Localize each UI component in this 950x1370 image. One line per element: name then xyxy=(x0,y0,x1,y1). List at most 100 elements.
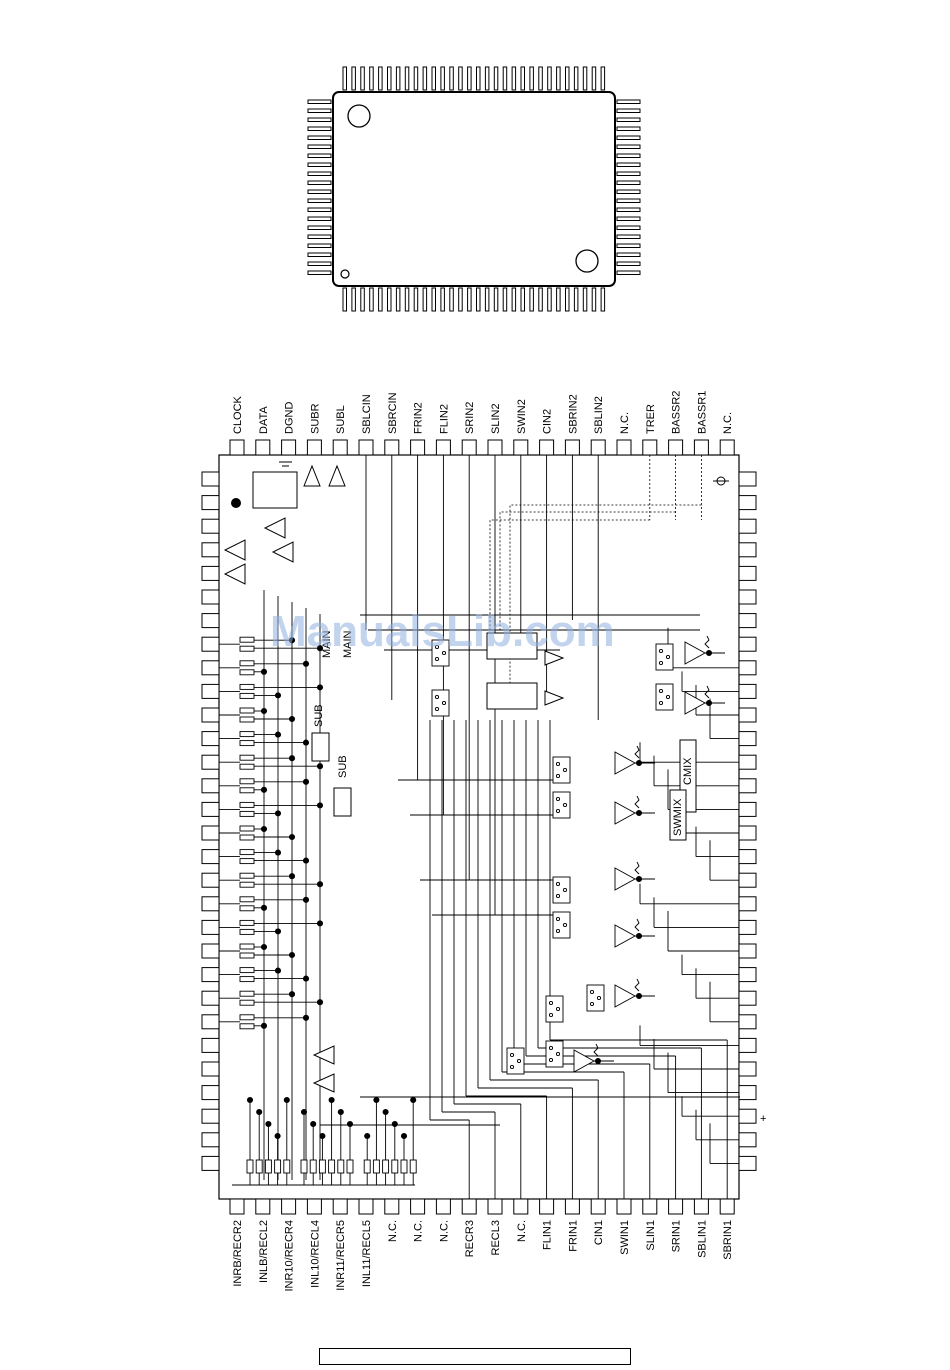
pin-stub-bottom xyxy=(719,1198,735,1215)
pin-label-bottom: SBRIN1 xyxy=(722,1220,734,1260)
pin-stub-right xyxy=(738,967,757,983)
pin-stub-left xyxy=(201,565,220,581)
switch-contact xyxy=(441,700,447,706)
plus-mark: + xyxy=(760,1113,766,1125)
resistor xyxy=(239,834,255,841)
junction-dot xyxy=(260,668,268,675)
pin-stub-bottom xyxy=(539,1198,555,1215)
buffer-triangle xyxy=(544,690,565,706)
selector-switch xyxy=(545,995,564,1023)
package-pin xyxy=(307,144,332,149)
op-amp xyxy=(614,867,636,891)
pin-label-bottom: N.C. xyxy=(438,1220,450,1242)
op-amp xyxy=(614,801,636,825)
pin-stub-left xyxy=(201,1108,220,1124)
chip-outline xyxy=(218,454,740,1200)
resistor xyxy=(239,787,255,794)
pin-label-bottom: INLB/RECL2 xyxy=(258,1220,270,1283)
pin-stub-bottom xyxy=(642,1198,658,1215)
pin-stub-left xyxy=(201,919,220,935)
pin-stub-top xyxy=(487,439,503,456)
pin-label-top: FRIN2 xyxy=(413,402,425,434)
junction-dot xyxy=(260,1022,268,1029)
pin-stub-left xyxy=(201,849,220,865)
pin-stub-top xyxy=(590,439,606,456)
selector-switch xyxy=(655,683,674,711)
pin-stub-left xyxy=(201,660,220,676)
resistor xyxy=(239,999,255,1006)
package-pin xyxy=(538,66,543,91)
op-amp xyxy=(684,641,706,665)
package-pin xyxy=(422,287,428,312)
pin-stub-top xyxy=(719,439,735,456)
package-pin xyxy=(616,144,641,149)
pin-stub-left xyxy=(201,636,220,652)
junction-dot xyxy=(400,1132,408,1140)
junction-dot xyxy=(346,1120,354,1128)
pin1-marker-small xyxy=(340,269,350,279)
pin-label-top: BASSR1 xyxy=(696,391,708,434)
switch-contact xyxy=(548,1000,554,1006)
resistor xyxy=(239,763,255,770)
resistor xyxy=(300,1159,308,1174)
switch-contact xyxy=(555,881,561,887)
pin-stub-bottom xyxy=(306,1198,322,1215)
resistor xyxy=(264,1159,272,1174)
switch-contact xyxy=(665,654,671,660)
main-label-b: MAIN xyxy=(342,630,354,658)
pin-label-top: SBLIN2 xyxy=(593,396,605,434)
switch-contact xyxy=(562,922,568,928)
pin-label-top: SUBL xyxy=(335,405,347,434)
pin-label-top: N.C. xyxy=(619,412,631,434)
junction-dot xyxy=(288,755,296,762)
switch-contact xyxy=(434,706,440,712)
pin-stub-bottom xyxy=(693,1198,709,1215)
sub-label-b: SUB xyxy=(337,755,349,778)
package-pin xyxy=(476,66,481,91)
junction-dot xyxy=(274,928,282,935)
junction-dot xyxy=(231,498,241,508)
pin-stub-top xyxy=(461,439,477,456)
package-pin xyxy=(616,162,641,167)
amplifier-triangle xyxy=(223,539,246,561)
internal-components xyxy=(239,635,710,1174)
switch-contact xyxy=(658,660,664,666)
junction-dot xyxy=(316,763,324,770)
junction-dot xyxy=(316,802,324,809)
potentiometer xyxy=(593,1043,599,1057)
junction-dot xyxy=(391,1120,398,1128)
pin-stub-bottom xyxy=(229,1198,245,1215)
potentiometer xyxy=(634,918,640,932)
pin-label-bottom: SBLIN1 xyxy=(696,1220,708,1258)
package-pin xyxy=(616,216,641,221)
pin-stub-right xyxy=(738,518,757,534)
package-pin xyxy=(467,66,472,91)
resistor xyxy=(363,1159,371,1174)
pin-stub-left xyxy=(201,495,220,511)
pin-label-bottom: CIN1 xyxy=(593,1220,605,1245)
package-pin xyxy=(538,287,543,312)
junction-dot xyxy=(260,786,268,793)
pin-label-bottom: INR10/RECR4 xyxy=(284,1220,296,1292)
pin-stub-left xyxy=(201,731,220,747)
junction-dot xyxy=(302,739,310,746)
pin-stub-right xyxy=(738,471,757,487)
pin-label-bottom: INRB/RECR2 xyxy=(232,1220,244,1287)
package-pin xyxy=(573,66,579,91)
resistor xyxy=(239,896,255,903)
resistor xyxy=(246,1159,254,1174)
resistor xyxy=(382,1159,390,1174)
package-pin xyxy=(467,287,472,312)
potentiometer xyxy=(634,978,640,992)
pin-label-bottom: SLIN1 xyxy=(645,1220,657,1251)
switch-contact xyxy=(596,995,602,1001)
pin-label-top: TRER xyxy=(645,404,657,434)
switch-contact xyxy=(555,1006,561,1012)
potentiometer xyxy=(634,745,640,759)
switch-contact xyxy=(555,808,561,814)
pin-label-top: SUBR xyxy=(309,403,321,434)
pin-stub-top xyxy=(358,439,374,456)
package-pin xyxy=(395,287,401,312)
switch-contact xyxy=(562,767,568,773)
junction-dot xyxy=(260,825,268,833)
